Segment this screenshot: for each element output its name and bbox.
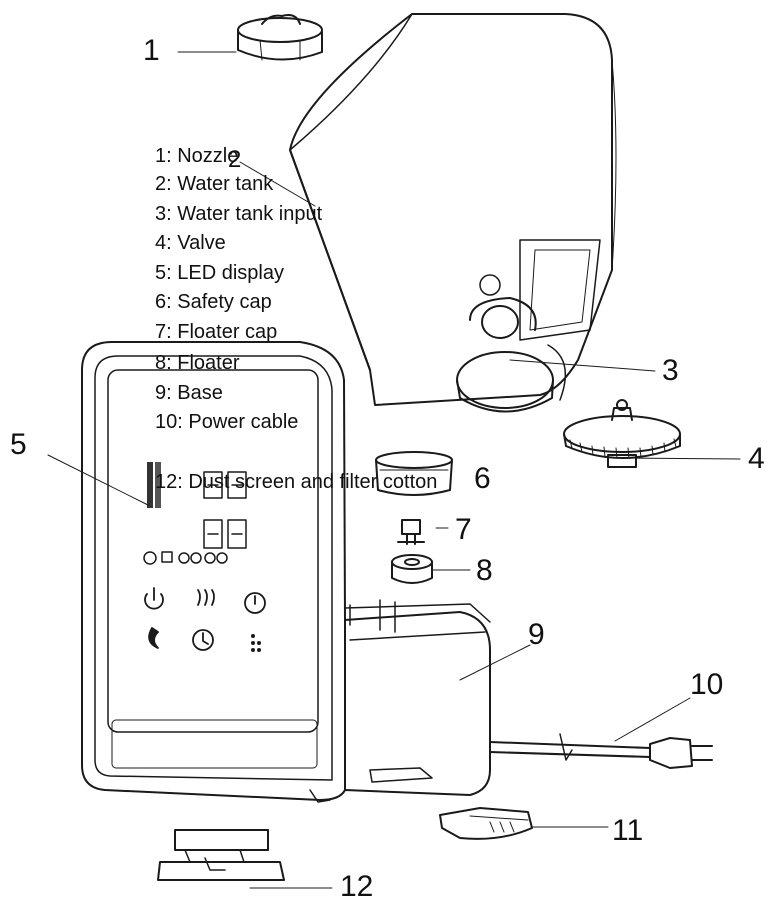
dots-icon	[251, 634, 261, 652]
callout-1: 1	[143, 34, 160, 67]
legend-item-9: 9: Base	[155, 382, 223, 404]
callout-6: 6	[474, 462, 491, 495]
legend-item-7: 7: Floater cap	[155, 321, 278, 343]
legend-item-2: 2: Water tank	[155, 173, 274, 195]
safety-cap-part	[375, 451, 453, 496]
legend-item-8: 8: Floater	[155, 352, 240, 374]
callout-2: 2	[228, 146, 242, 173]
leader-lines	[47, 51, 741, 889]
timer-knob-icon	[244, 592, 266, 614]
part-11	[439, 807, 533, 840]
dust-screen-part	[157, 829, 285, 881]
legend-item-5: 5: LED display	[155, 262, 284, 284]
legend-item-12: 12: Dust screen and filter cotton	[155, 471, 438, 493]
nozzle-part	[237, 14, 323, 61]
base-body-part	[81, 341, 491, 803]
valve-part	[563, 399, 681, 468]
callout-11: 11	[612, 814, 644, 847]
water-tank-input-part	[456, 344, 567, 413]
floater-cap-part	[397, 519, 425, 545]
callout-10: 10	[690, 668, 724, 701]
mist-icon	[197, 589, 215, 606]
water-tank-part	[289, 13, 617, 406]
callout-3: 3	[662, 354, 679, 387]
floater-part	[391, 554, 433, 584]
legend-item-4: 4: Valve	[155, 232, 226, 254]
sleep-icon	[148, 627, 159, 649]
power-cable-part	[489, 733, 713, 769]
touch-buttons	[144, 587, 266, 652]
callout-9: 9	[528, 618, 545, 651]
callout-4: 4	[748, 442, 765, 475]
legend-item-1: 1: Nozzle	[155, 145, 239, 167]
callout-8: 8	[476, 554, 493, 587]
legend-item-6: 6: Safety cap	[155, 291, 272, 313]
legend-item-3: 3: Water tank input	[155, 203, 323, 225]
clock-icon	[192, 629, 214, 651]
callout-12: 12	[340, 870, 374, 903]
led-display	[143, 462, 247, 565]
callout-7: 7	[455, 513, 472, 546]
callout-5: 5	[10, 428, 27, 461]
power-icon	[144, 587, 164, 610]
legend-item-10: 10: Power cable	[155, 411, 299, 433]
